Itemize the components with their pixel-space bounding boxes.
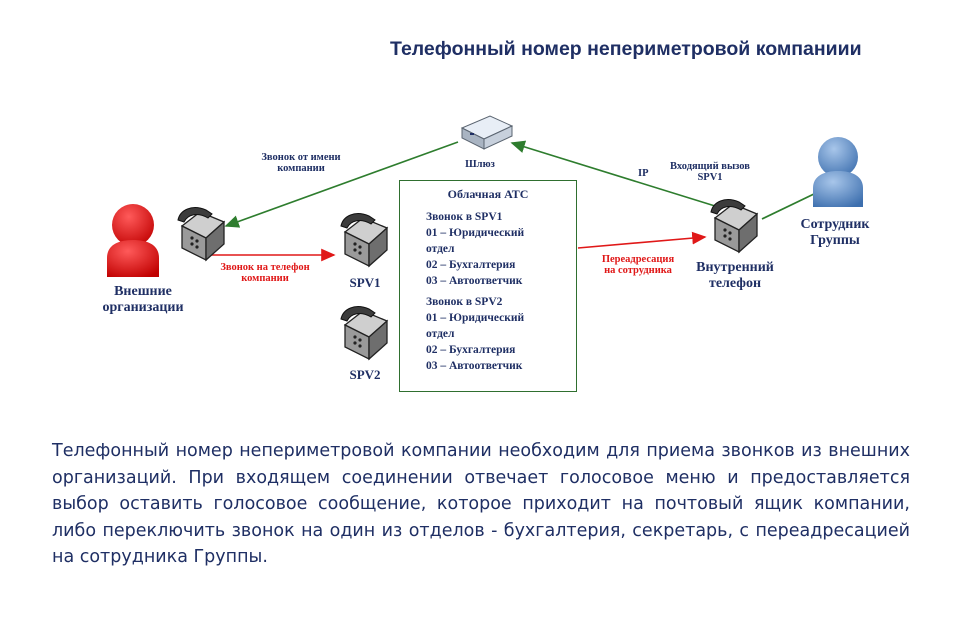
label-internal-phone-text: Внутренний телефон — [696, 260, 774, 291]
description-paragraph: Телефонный номер непериметровой компании… — [52, 441, 910, 567]
pbx-line: 02 – Бухгалтерия — [426, 259, 516, 271]
pbx-line: 03 – Автоответчик — [426, 275, 523, 287]
label-forward-to-employee: Переадресация на сотрудника — [601, 254, 675, 276]
pbx-line: 01 – Юридический — [426, 312, 525, 324]
pbx-line: Звонок в SPV2 — [426, 296, 503, 308]
label-gateway: Шлюз — [465, 159, 495, 170]
pbx-line: Звонок в SPV1 — [426, 211, 503, 223]
pbx-line: отдел — [426, 328, 455, 340]
label-ip: IP — [638, 168, 649, 179]
person-icon-external — [107, 204, 159, 277]
label-external-org: Внешние организации — [88, 284, 198, 316]
cloud-pbx-title: Облачная АТС — [447, 187, 529, 201]
label-internal-phone: Внутренний телефон — [680, 260, 790, 292]
pbx-line: 01 – Юридический — [426, 227, 525, 239]
label-spv2: SPV2 — [349, 367, 381, 382]
cloud-pbx-box: Облачная АТС Звонок в SPV1 01 – Юридичес… — [399, 180, 577, 392]
phone-icon-external — [177, 207, 226, 262]
arrow-gateway-to-phone — [224, 141, 459, 228]
person-icon-employee — [813, 137, 863, 207]
arrow-phone-to-gateway — [510, 140, 716, 207]
label-employee-text: Сотрудник Группы — [800, 217, 870, 248]
page-title: Телефонный номер непериметровой компании… — [390, 38, 862, 60]
link-employee-phone — [761, 192, 817, 220]
label-spv1: SPV1 — [349, 275, 381, 290]
phone-icon-spv2 — [340, 306, 389, 361]
phone-icon-spv1 — [340, 213, 389, 268]
label-external-org-text: Внешние организации — [102, 284, 184, 315]
label-call-to-company: Звонок на телефон компании — [220, 262, 310, 284]
gateway-icon — [460, 115, 514, 150]
pbx-line: 03 – Автоответчик — [426, 360, 523, 372]
label-employee: Сотрудник Группы — [785, 217, 885, 249]
arrow-forward-to-employee — [577, 231, 707, 249]
label-incoming-call: Входящий вызов SPV1 — [670, 161, 750, 183]
pbx-line: 02 – Бухгалтерия — [426, 344, 516, 356]
label-call-on-behalf: Звонок от имени компании — [261, 152, 341, 174]
phone-icon-internal — [710, 199, 759, 254]
pbx-line: отдел — [426, 243, 455, 255]
